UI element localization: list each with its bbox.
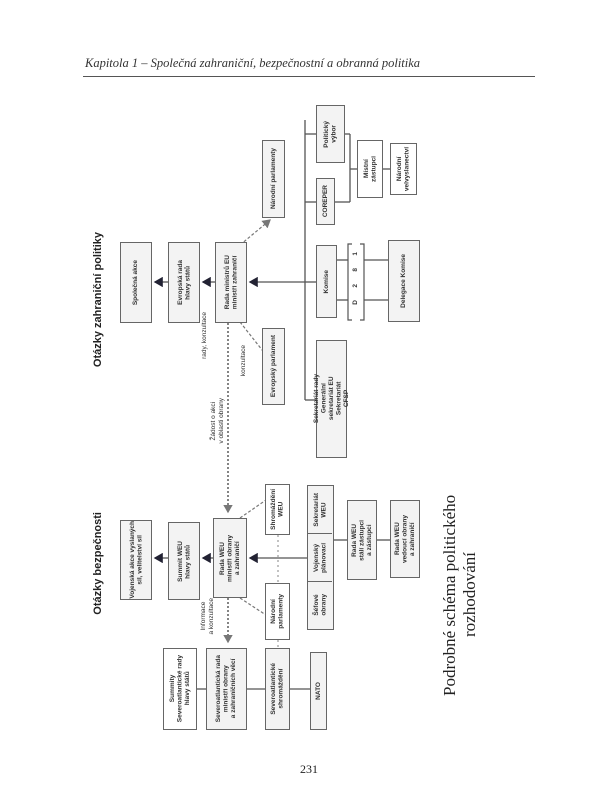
box-label: Rada WEU stálí zástupci a zástupci [350,519,373,561]
box-label: Sekretariát rady Generální sekretariát E… [312,374,350,424]
box-label: Rada ministrů EU ministři zahraničí [223,255,238,310]
box-label: Severoatlantická rada ministři obrany a … [215,655,238,723]
weu-assembly-box: Shromáždění WEU [265,484,290,535]
box-label: Summity Severoatlantické rady hlavy stát… [168,655,191,723]
national-embassies-box: Národní velvyslanectví [390,143,417,195]
defence-chiefs-segment: Šéfové obrany [308,582,332,628]
box-label: Národní parlamenty [269,148,277,210]
box-label: Delegace Komise [400,254,408,308]
box-label: Shromáždění WEU [270,489,285,530]
commission-box: Komise [316,245,337,318]
weu-permanent-box: Rada WEU stálí zástupci a zástupci [347,500,377,580]
weu-secretariat-segment: Sekretariát WEU [308,486,332,534]
secretariat-box: Sekretariát rady Generální sekretariát E… [312,340,350,458]
commission-number: 1 [352,252,359,256]
coreper-box: COREPER [316,178,335,225]
box-label: Společná akce [132,259,140,306]
box-label: Národní parlamenty [270,594,285,629]
joint-action-box: Společná akce [120,242,152,323]
running-header: Kapitola 1 – Společná zahraniční, bezpeč… [85,56,421,70]
national-parliaments-security-box: Národní parlamenty [265,583,290,640]
commission-delegations-box: Delegace Komise [388,240,420,322]
advice-label: rady, konzultace [201,312,208,359]
defence-request-label: Žádost o akci v oblasti obrany [210,398,225,444]
council-ministers-box: Rada ministrů EU ministři zahraničí [215,242,247,323]
figure-caption: Podrobné schéma politického rozhodování [440,494,479,696]
box-label: Severoatlantické shromáždění [270,663,285,715]
consultation-label: konzultace [240,345,247,377]
box-label: COREPER [321,185,329,218]
nac-summits-box: Summity Severoatlantické rady hlavy stát… [163,648,197,730]
box-label: Evropský parlament [269,335,277,398]
north-atlantic-council-box: Severoatlantická rada ministři obrany a … [206,648,247,730]
national-parliaments-box: Národní parlamenty [262,140,285,218]
weu-council-box: Rada WEU ministři obrany a zahraničí [213,518,247,598]
header-rule [83,76,535,77]
military-planning-segment: Vojenský plánovací [308,534,332,582]
commission-number: 2 [352,284,359,288]
north-atlantic-assembly-box: Severoatlantické shromáždění [265,648,290,730]
nato-box: NATO [310,652,327,730]
box-label: Místní zástupci [362,155,377,182]
box-label: Rada WEU vedoucí obrany a zahraničí [393,514,416,564]
military-action-box: Vojenská akce vyslaných sil, velitelství… [120,520,152,600]
weu-committees-box: Sekretariát WEU Vojenský plánovací Šéfov… [307,485,334,630]
page-number: 231 [300,762,318,776]
information-label: Informace a konzultace [200,598,215,635]
box-label: Evropská rada hlavy států [176,260,191,305]
political-committee-box: Politický výbor [316,105,345,163]
box-label: Vojenský plánovací [312,542,327,573]
box-label: Politický výbor [323,120,338,148]
box-label: Vojenská akce vyslaných sil, velitelství… [128,521,143,599]
commission-number: 8 [352,268,359,272]
box-label: Šéfové obrany [312,594,327,616]
local-representatives-box: Místní zástupci [357,140,383,198]
security-title: Otázky bezpečnosti [92,512,104,615]
box-label: Národní velvyslanectví [396,146,411,192]
commission-number: D [352,300,359,305]
foreign-policy-title: Otázky zahraniční politiky [92,232,104,368]
box-label: Rada WEU ministři obrany a zahraničí [218,534,241,582]
european-parliament-box: Evropský parlament [262,328,285,405]
weu-summit-box: Summit WEU hlavy států [168,522,200,600]
box-label: Sekretariát WEU [312,492,327,527]
box-label: Komise [322,269,330,294]
weu-leaders-box: Rada WEU vedoucí obrany a zahraničí [390,500,420,578]
european-council-box: Evropská rada hlavy států [168,242,200,323]
box-label: NATO [314,682,322,700]
box-label: Summit WEU hlavy států [176,540,191,582]
